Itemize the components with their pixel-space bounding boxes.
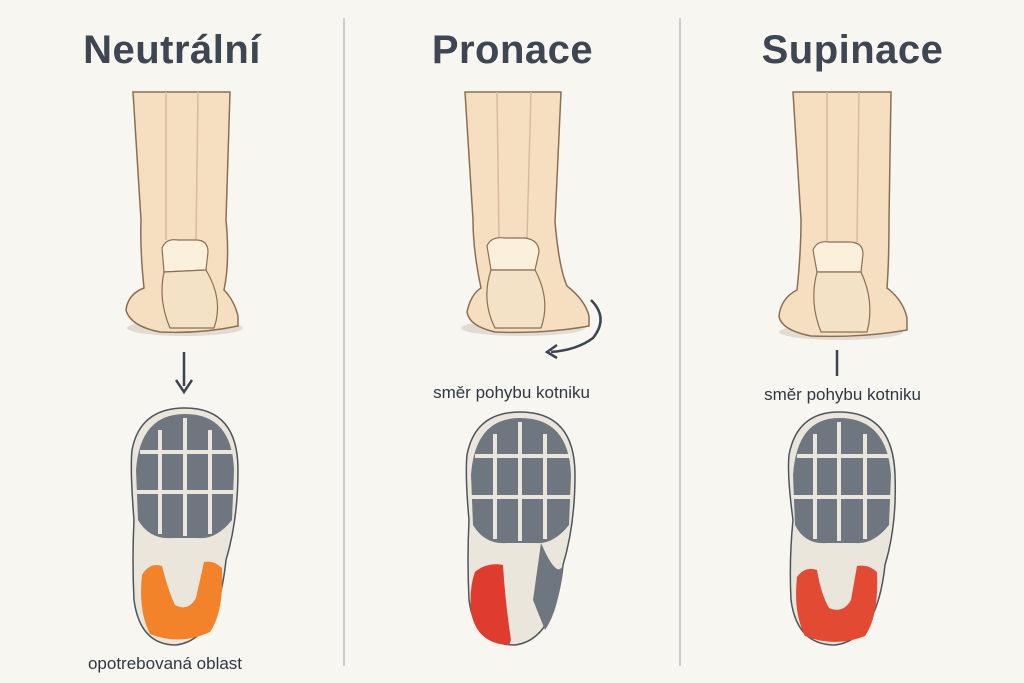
column-title: Supinace <box>761 28 944 72</box>
shoe-sole <box>787 411 897 646</box>
shoe-sole <box>130 407 239 646</box>
leg-heel <box>464 91 590 334</box>
column-neutral: Neutrální opotrebovaná oblast <box>0 0 344 683</box>
ankle-direction-label: směr pohybu kotniku <box>764 385 921 404</box>
worn-area-label: opotrebovaná oblast <box>87 654 243 673</box>
down-arrow-icon <box>174 352 194 395</box>
supination-illustration <box>778 91 908 646</box>
column-supination: Supinace směr pohybu kotniku <box>681 0 1024 683</box>
wear-area <box>141 561 223 640</box>
column-title: Pronace <box>431 28 594 72</box>
pronation-illustration <box>461 91 602 646</box>
column-title: Neutrální <box>83 28 261 72</box>
shoe-sole <box>465 411 576 646</box>
neutral-illustration <box>125 91 243 646</box>
leg-heel <box>125 91 239 334</box>
wear-area <box>796 565 878 642</box>
column-pronation: Pronace směr pohybu kotniku <box>345 0 680 683</box>
rotation-arrow-icon <box>544 299 602 360</box>
ankle-direction-label: směr pohybu kotniku <box>433 383 590 402</box>
wear-area <box>470 564 511 645</box>
leg-heel <box>778 91 908 338</box>
column-divider <box>343 18 345 666</box>
column-divider <box>679 18 681 666</box>
